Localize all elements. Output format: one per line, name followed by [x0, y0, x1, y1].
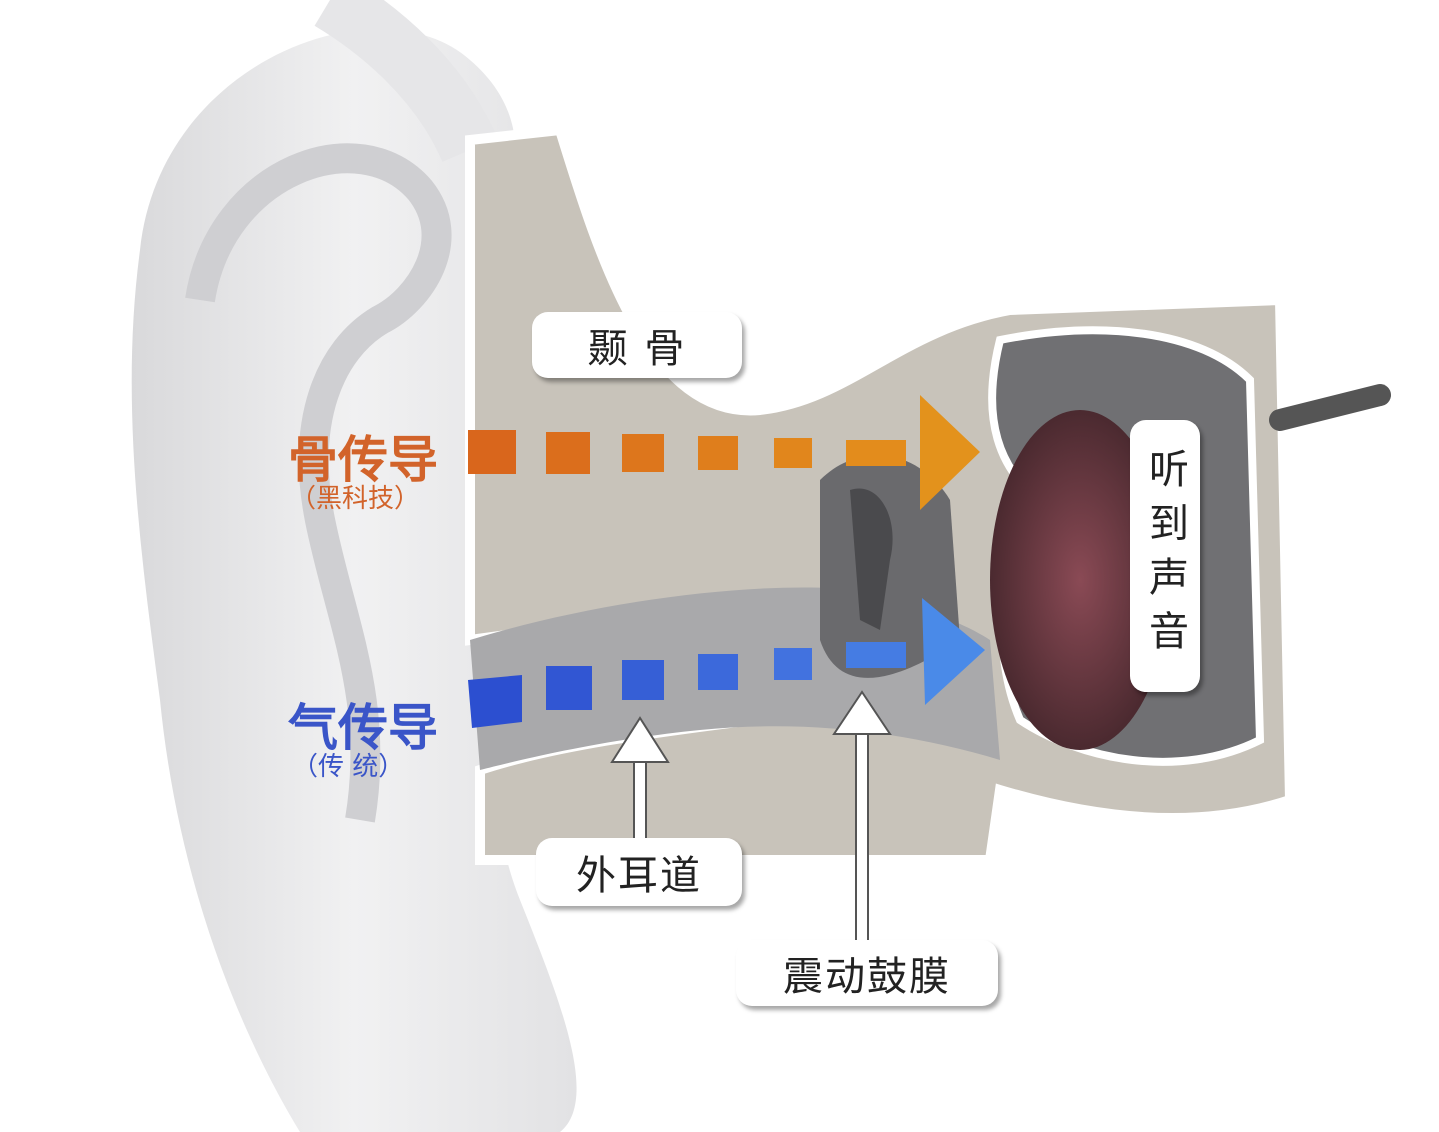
air-conduction-label: 气传导 — [288, 699, 438, 757]
eardrum-label: 震动鼓膜 — [736, 940, 998, 1006]
air-conduction-note: （传 统） — [292, 752, 405, 782]
air-conduction-arrow — [468, 598, 985, 728]
eardrum-pointer — [832, 690, 892, 943]
hear-sound-label: 听到声音 — [1130, 420, 1200, 692]
bone-conduction-note: （黑科技） — [290, 484, 421, 514]
bone-conduction-arrow — [468, 395, 980, 510]
cochlea — [990, 410, 1170, 750]
temporal-bone-label: 颞 骨 — [532, 312, 742, 378]
bone-conduction-label: 骨传导 — [288, 431, 438, 489]
ear-canal-pointer — [610, 716, 670, 841]
ear-canal-label: 外耳道 — [536, 838, 742, 906]
